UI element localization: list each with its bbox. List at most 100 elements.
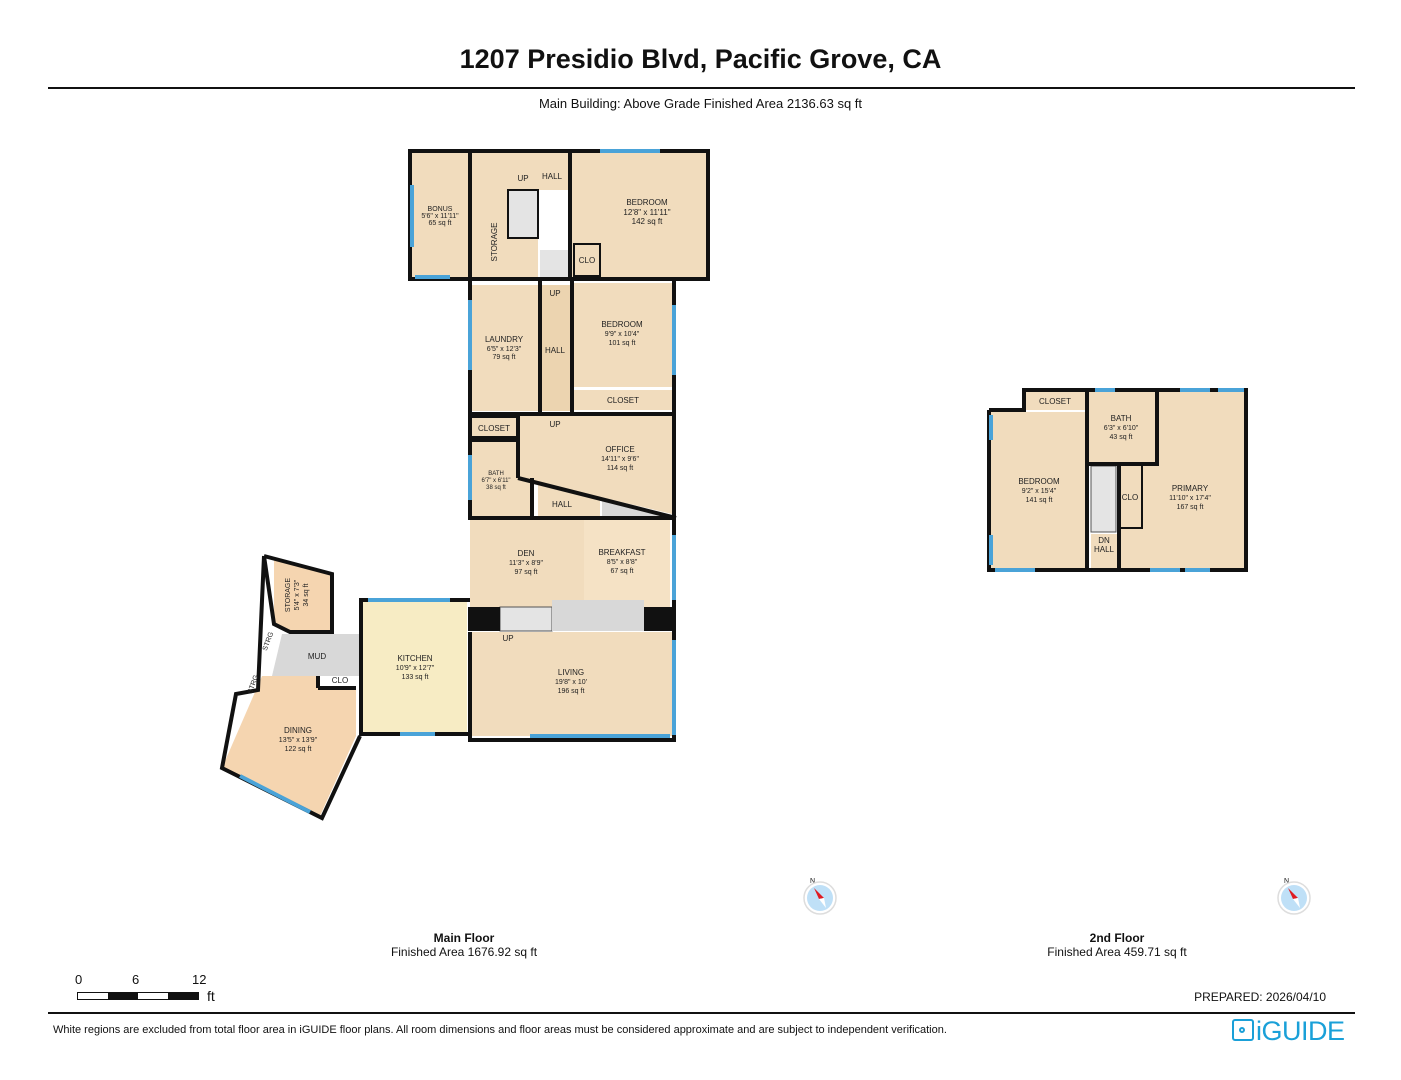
room-2f-bedroom [991,412,1087,568]
main-floor-plan: BONUS 5'6" x 11'11" 65 sq ft STORAGE HAL… [219,149,710,821]
dims-2f-bedroom: 9'2" x 15'4" [1022,488,1057,495]
room-clo-1 [573,243,601,277]
room-hall-top [472,153,570,190]
area-2f-bedroom: 141 sq ft [1026,497,1053,504]
label-up-4: UP [502,634,513,643]
label-2f-dn: DN [1098,536,1110,545]
stair-den [499,606,553,632]
dims-office: 14'11" x 9'6" [601,456,639,463]
room-office [520,416,672,514]
dims-living: 19'8" x 10' [555,679,587,686]
label-2f-hall: HALL [1094,545,1115,554]
label-up-3: UP [549,420,560,429]
room-2f-hall [1091,534,1119,568]
stair-top [507,189,539,239]
second-floor-labels: CLOSET BATH 6'3" x 6'10" 43 sq ft BEDROO… [1018,397,1211,554]
label-bedroom-2: BEDROOM [601,320,643,329]
room-bonus [412,153,468,277]
room-den [470,520,584,608]
stair-top-2 [540,250,570,280]
room-mud [272,634,360,676]
dims-storage-small: 5'4" x 7'3" [294,579,301,610]
header-divider [48,87,1355,89]
label-hall-3: HALL [552,500,573,509]
second-floor-area: Finished Area 459.71 sq ft [1047,945,1187,959]
compass-n-label: N [810,878,815,885]
dims-laundry: 6'5" x 12'3" [487,346,522,353]
label-storage-small: STORAGE [285,578,292,612]
walls [219,149,710,821]
second-floor-plan: CLOSET BATH 6'3" x 6'10" 43 sq ft BEDROO… [987,388,1248,572]
room-storage-small [274,560,330,630]
area-storage-small: 34 sq ft [303,583,310,606]
area-2f-primary: 167 sq ft [1177,504,1204,511]
area-bonus: 65 sq ft [429,220,452,227]
scale-bar: 0 6 12 ft [75,972,235,1004]
iguide-logo: iGUIDE [1232,1016,1345,1047]
dims-bedroom-1: 12'8" x 11'11" [623,208,670,217]
area-den: 97 sq ft [515,569,538,576]
label-bonus: BONUS [428,206,453,213]
area-breakfast: 67 sq ft [611,568,634,575]
dims-breakfast: 8'5" x 8'8" [607,559,638,566]
dims-2f-bath: 6'3" x 6'10" [1104,425,1139,432]
compass-icon-main: N [800,876,840,916]
page-title: 1207 Presidio Blvd, Pacific Grove, CA [459,44,942,74]
label-office: OFFICE [605,445,634,454]
label-up: UP [517,174,528,183]
room-living [472,632,674,736]
label-storage: STORAGE [490,223,499,262]
label-clo-1: CLO [579,256,595,265]
label-2f-primary: PRIMARY [1172,484,1209,493]
label-kitchen: KITCHEN [397,654,432,663]
windows [239,149,676,814]
second-floor-name: 2nd Floor [1089,931,1145,945]
excluded-den [552,600,644,631]
label-2f-bath: BATH [1111,414,1132,423]
dims-2f-primary: 11'10" x 17'4" [1169,495,1211,502]
scale-tick-12: 12 [192,972,207,987]
second-floor-caption: 2nd Floor Finished Area 459.71 sq ft [1017,931,1217,959]
room-bedroom-2 [574,283,672,387]
room-2f-bath [1089,392,1155,462]
label-mud: MUD [308,652,326,661]
label-clo-2: CLO [332,676,348,685]
label-hall: HALL [542,172,563,181]
label-up-2: UP [549,289,560,298]
dims-bonus: 5'6" x 11'11" [421,213,459,220]
windows-2f [989,388,1244,572]
scale-tick-0: 0 [75,972,83,987]
stair-2f [1090,465,1117,533]
area-office: 114 sq ft [607,465,633,472]
area-dining: 122 sq ft [285,746,312,753]
dims-bath: 6'7" x 6'11" [481,478,510,484]
label-hall-2: HALL [545,346,566,355]
label-laundry: LAUNDRY [485,335,524,344]
area-living: 196 sq ft [558,688,585,695]
walls-2f [987,388,1248,572]
room-2f-closet [1026,392,1086,410]
label-2f-closet: CLOSET [1039,397,1071,406]
prepared-date: PREPARED: 2026/04/10 [1194,990,1326,1004]
label-breakfast: BREAKFAST [598,548,645,557]
room-hall-lower [538,482,600,518]
label-bedroom-1: BEDROOM [626,198,668,207]
room-hall-mid [540,285,570,411]
room-2f-primary [1155,392,1244,568]
room-breakfast [584,520,670,608]
area-bedroom-2: 101 sq ft [609,340,636,347]
compass-icon-2f: N [1274,876,1314,916]
area-bedroom-1: 142 sq ft [632,217,663,226]
wall-block [468,607,500,631]
label-den: DEN [518,549,535,558]
scale-unit: ft [207,988,215,1004]
dims-bedroom-2: 9'9" x 10'4" [605,331,640,338]
label-closet-3: CLOSET [478,424,510,433]
dims-den: 11'3" x 8'9" [509,560,543,567]
label-2f-clo: CLO [1122,493,1138,502]
building-area-subtitle: Main Building: Above Grade Finished Area… [538,96,863,111]
label-strg-1: STRG [262,631,275,652]
label-closet-2: CLOSET [607,396,639,405]
area-bath: 38 sq ft [486,485,506,491]
label-2f-bedroom: BEDROOM [1018,477,1060,486]
